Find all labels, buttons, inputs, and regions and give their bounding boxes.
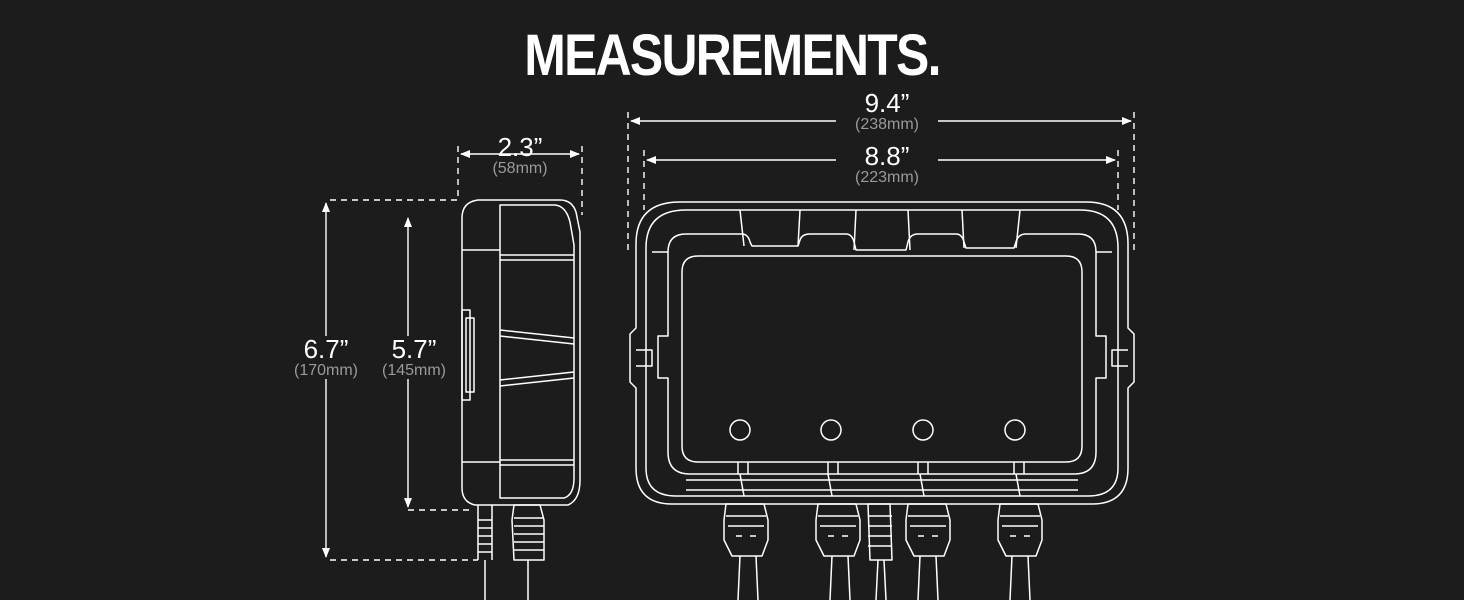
side-height-body-label: 5.7” (145mm) bbox=[368, 336, 460, 379]
front-width-total-inches: 9.4” bbox=[864, 88, 910, 118]
side-height-body-inches: 5.7” bbox=[391, 334, 437, 364]
side-depth-inches: 2.3” bbox=[497, 132, 543, 162]
side-depth-label: 2.3” (58mm) bbox=[470, 134, 570, 177]
side-height-total-mm: (170mm) bbox=[293, 362, 358, 379]
front-width-body-inches: 8.8” bbox=[864, 141, 910, 171]
front-view-body bbox=[629, 201, 1135, 600]
front-width-total-label: 9.4” (238mm) bbox=[836, 90, 938, 133]
page-title: MEASUREMENTS. bbox=[524, 23, 941, 88]
side-height-total-label: 6.7” (170mm) bbox=[280, 336, 372, 379]
front-width-body-label: 8.8” (223mm) bbox=[836, 143, 938, 186]
front-width-body-mm: (223mm) bbox=[854, 169, 919, 186]
side-view-body bbox=[461, 199, 581, 600]
side-height-total-inches: 6.7” bbox=[303, 334, 349, 364]
front-width-total-mm: (238mm) bbox=[854, 116, 919, 133]
side-depth-mm: (58mm) bbox=[492, 160, 548, 177]
side-height-body-mm: (145mm) bbox=[381, 362, 446, 379]
